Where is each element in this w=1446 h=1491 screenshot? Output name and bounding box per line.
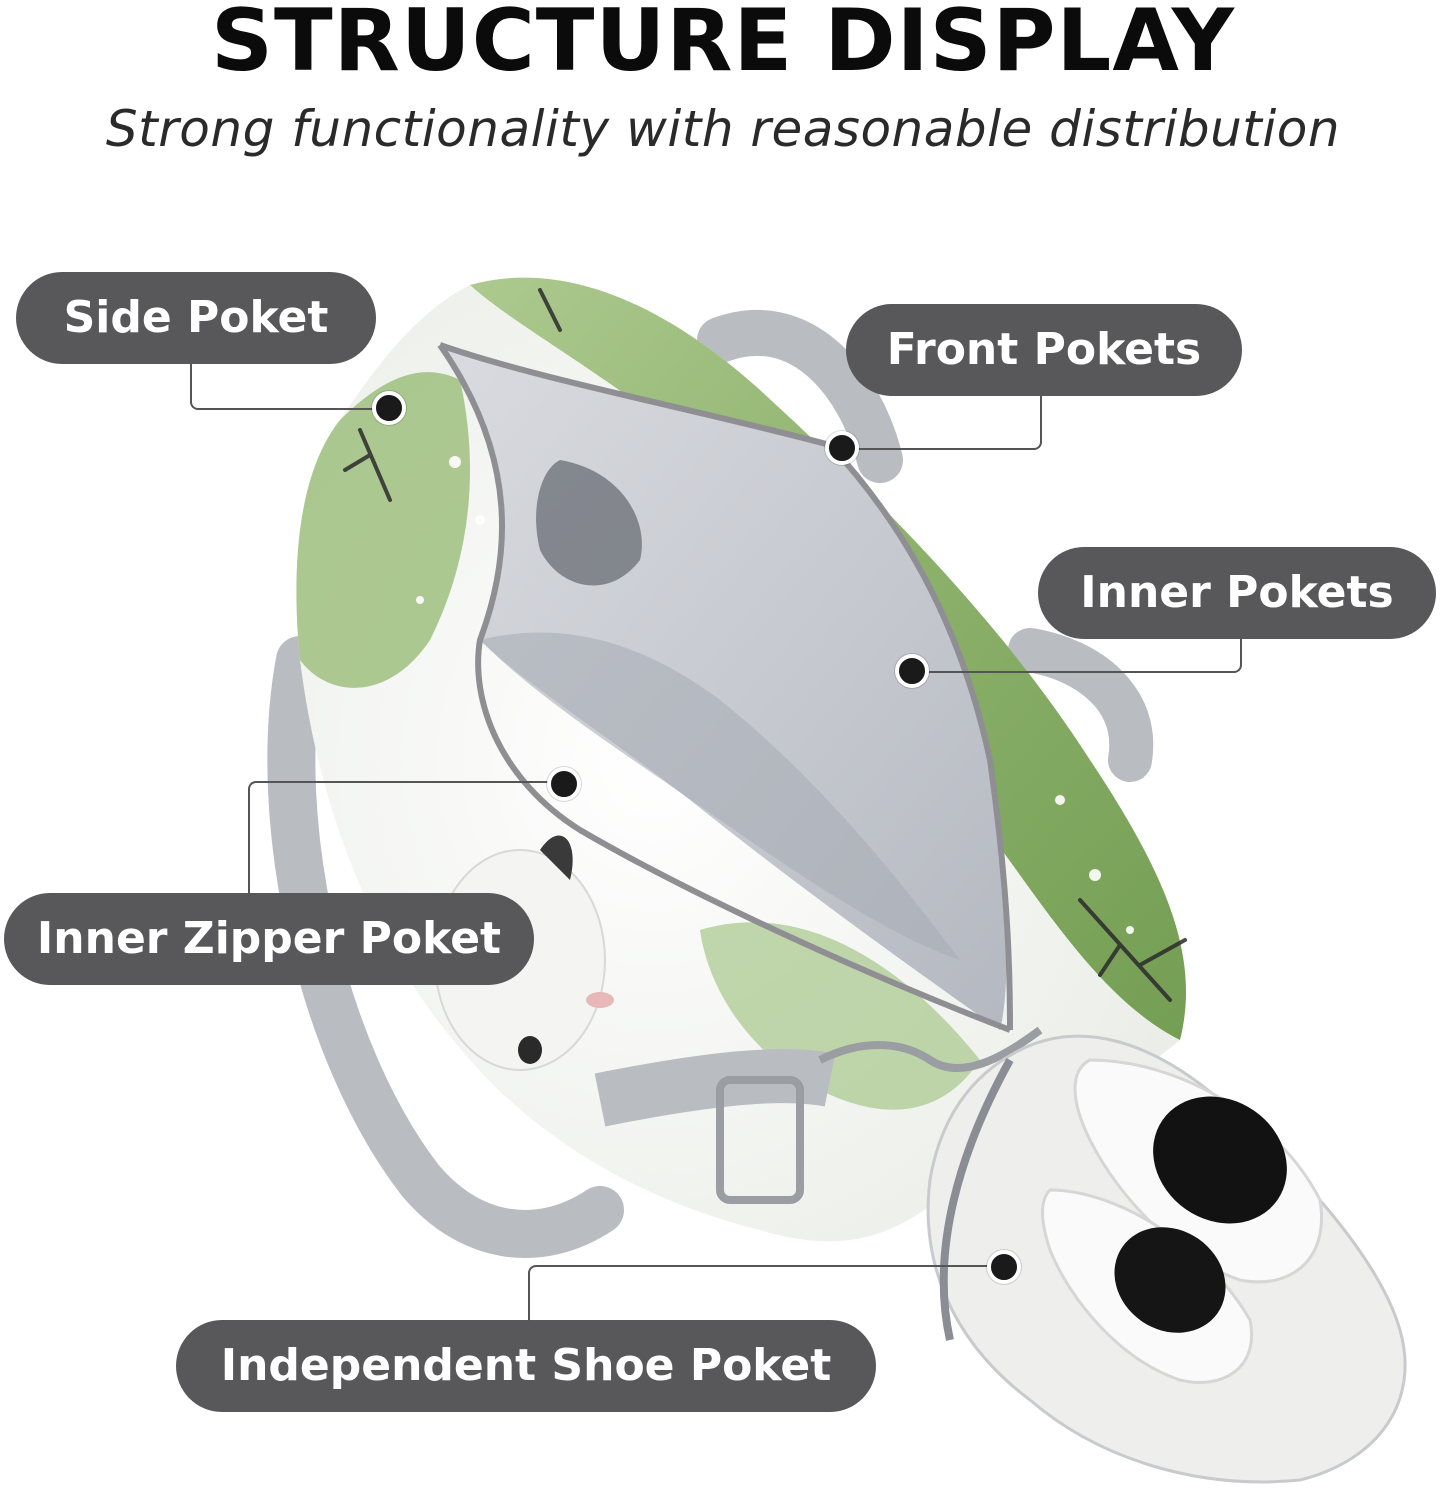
page-title: STRUCTURE DISPLAY [211,0,1235,91]
callout-inner-pockets: Inner Pokets [1038,547,1436,639]
callout-shoe-pocket: Independent Shoe Poket [176,1320,876,1412]
callout-inner-zipper-pocket: Inner Zipper Poket [4,893,534,985]
leader-front-pockets [840,396,1042,450]
page-subtitle: Strong functionality with reasonable dis… [105,100,1341,158]
handle-strap-right [1008,628,1154,782]
leader-side-pocket [190,364,392,410]
marker-inner-zipper-pocket [547,767,581,801]
callout-front-pockets: Front Pokets [846,304,1242,396]
marker-front-pockets [825,431,859,465]
leader-inner-zipper-pocket [248,781,564,895]
callout-side-pocket: Side Poket [16,272,376,364]
leader-shoe-pocket [528,1265,1004,1322]
marker-side-pocket [372,391,406,425]
marker-inner-pockets [895,654,929,688]
marker-shoe-pocket [987,1250,1021,1284]
handle-strap-back [267,636,624,1258]
handle-strap-top [697,309,903,483]
leader-inner-pockets [910,639,1242,673]
